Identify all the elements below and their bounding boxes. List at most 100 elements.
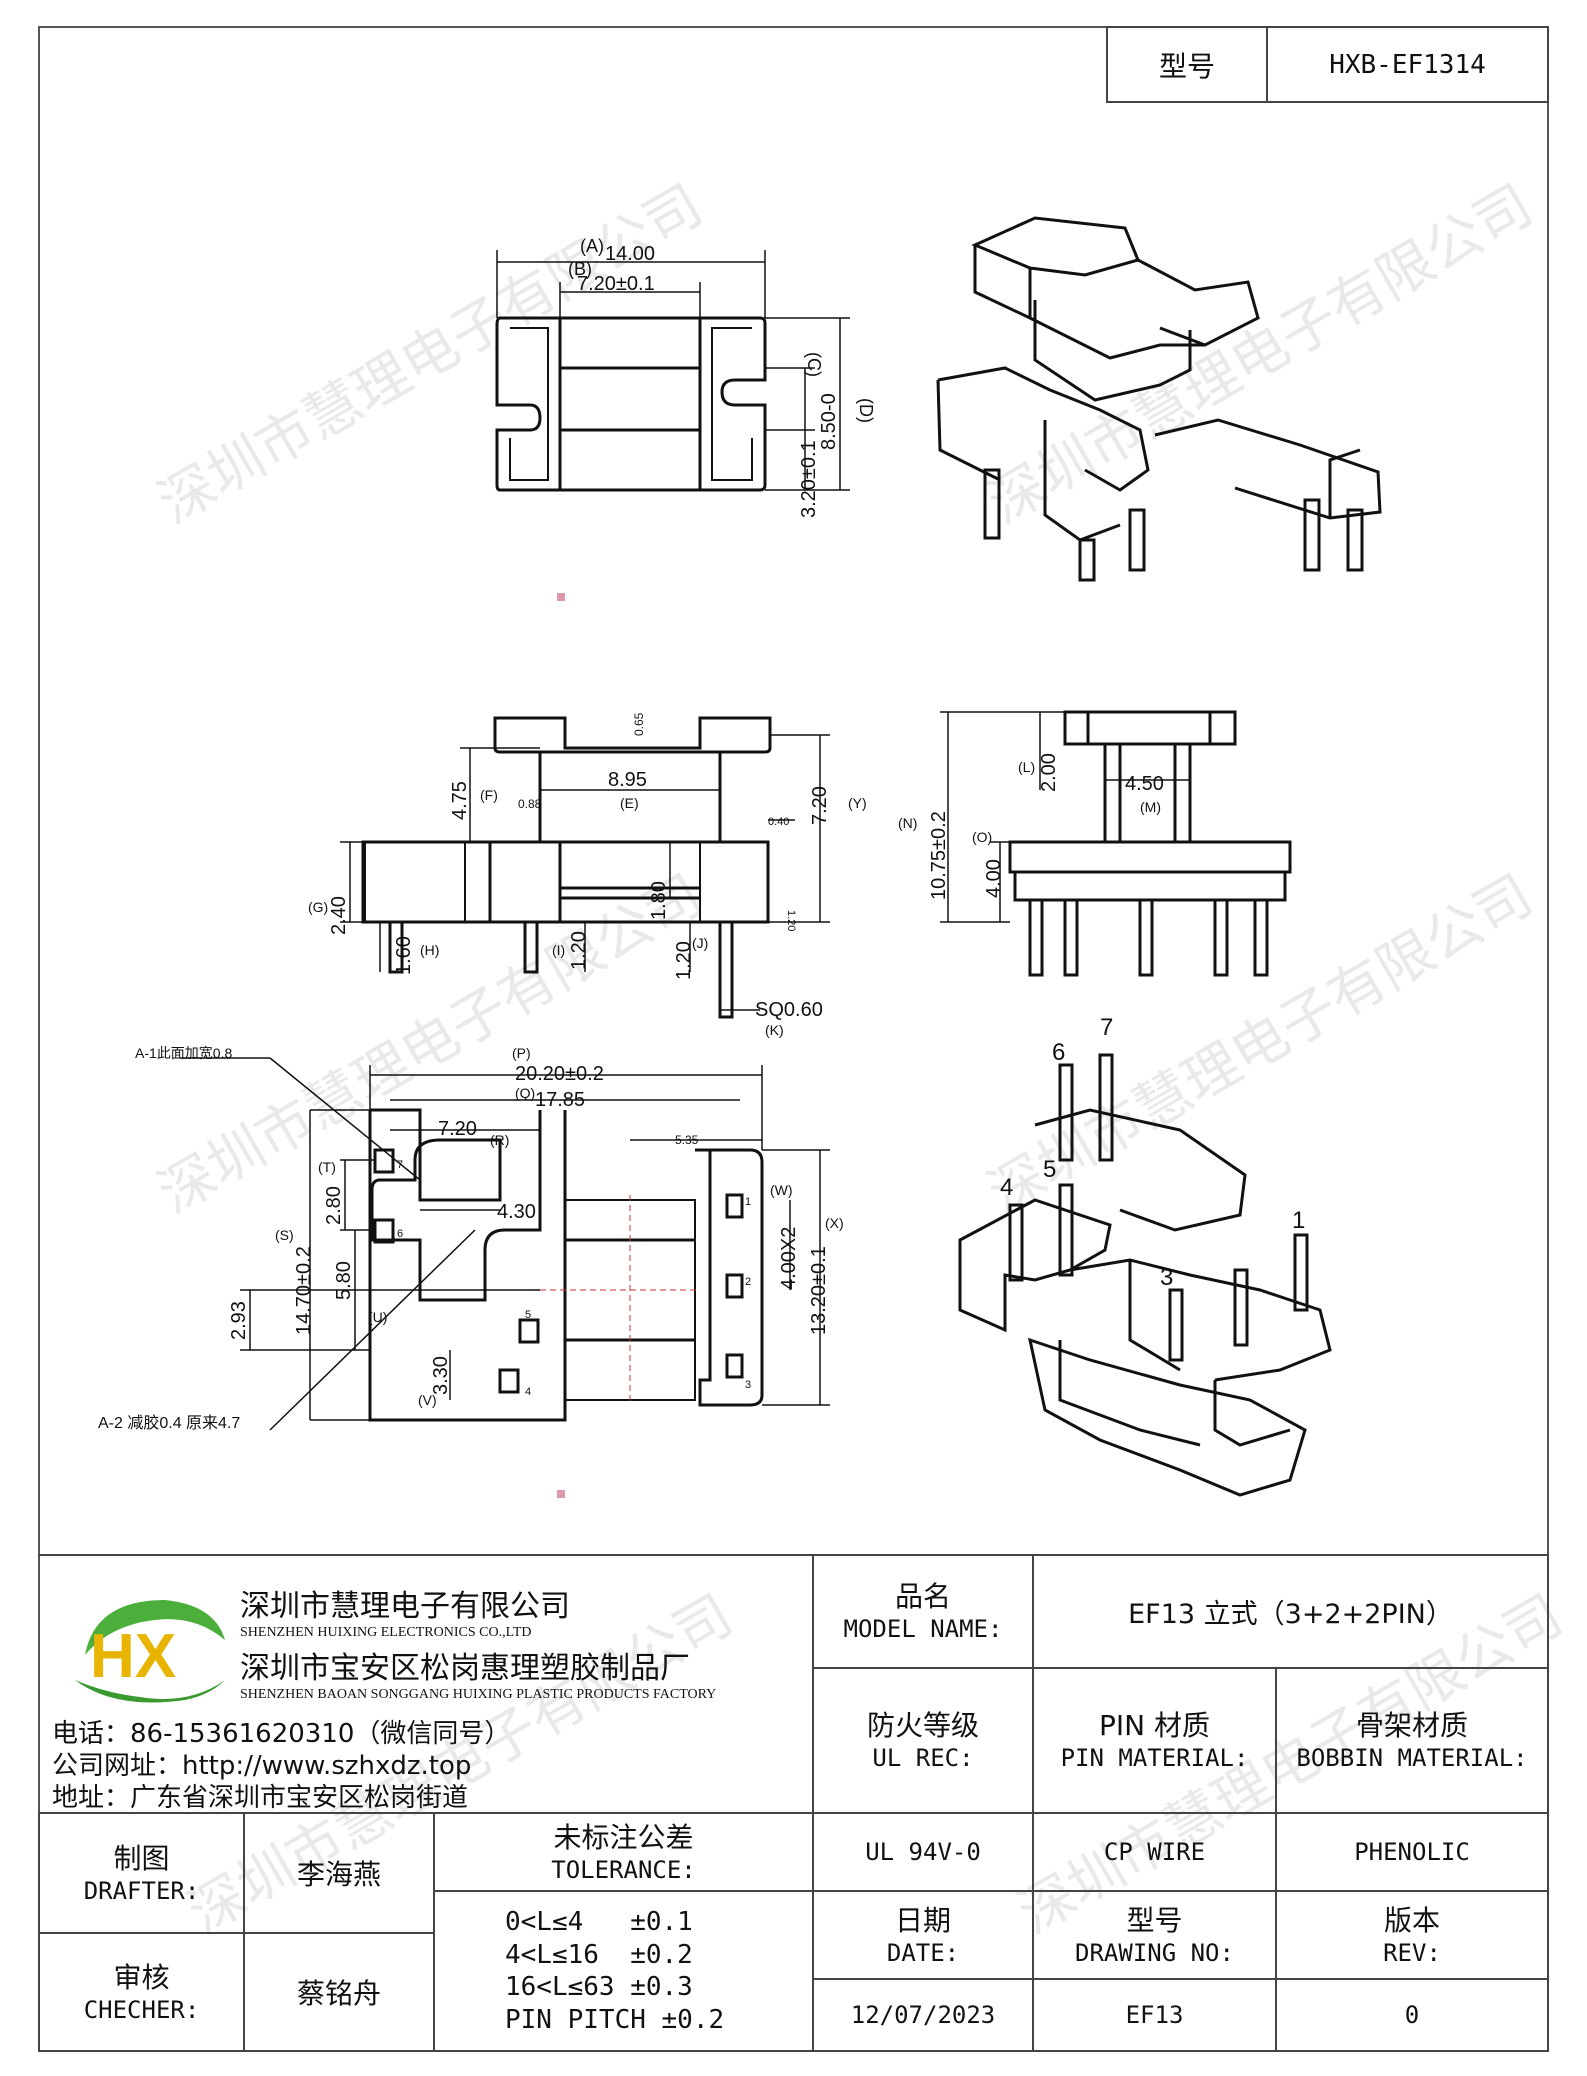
- date-value: 12/07/2023: [812, 1978, 1034, 2052]
- dim-value: 0.65: [632, 712, 646, 736]
- checker-label: 审核 CHECHER:: [38, 1932, 245, 2052]
- bobbin-material-value-text: PHENOLIC: [1354, 1838, 1470, 1866]
- dim-value: 2.93: [228, 1301, 250, 1340]
- drafter-label-en: DRAFTER:: [83, 1876, 200, 1905]
- company-info: HX 深圳市慧理电子有限公司 SHENZHEN HUIXING ELECTRON…: [52, 1575, 815, 1815]
- factory-name-en: SHENZHEN BAOAN SONGGANG HUIXING PLASTIC …: [240, 1687, 717, 1702]
- company-address: 地址：广东省深圳市宝安区松岗街道: [52, 1783, 469, 1813]
- bobbin-material-label: 骨架材质 BOBBIN MATERIAL:: [1275, 1667, 1549, 1814]
- bobbin-material-label-cn: 骨架材质: [1355, 1709, 1468, 1742]
- title-block-divider: [38, 1554, 1549, 1556]
- drawing-no-value: EF13: [1032, 1978, 1277, 2052]
- drafter-value-text: 李海燕: [296, 1858, 381, 1891]
- dim-label: (H): [420, 942, 439, 958]
- dim-value: 4.30: [497, 1201, 536, 1223]
- dim-label: (I): [552, 942, 565, 958]
- date-label-cn: 日期: [894, 1903, 951, 1937]
- pin-material-value-text: CP WIRE: [1103, 1838, 1206, 1866]
- pin-material-label: PIN 材质 PIN MATERIAL:: [1032, 1667, 1277, 1814]
- company-phone: 电话：86-15361620310（微信同号）: [52, 1719, 511, 1749]
- dim-label: (W): [770, 1182, 793, 1198]
- dim-label: (F): [480, 787, 498, 803]
- pin-number: 4: [525, 1386, 531, 1398]
- dim-value: 2.80: [323, 1186, 345, 1225]
- drawing-no-label-en: DRAWING NO:: [1075, 1938, 1234, 1967]
- dim-label: (B): [568, 259, 592, 279]
- dim-value: 5.35: [675, 1133, 699, 1147]
- iso-pin-number: 5: [1043, 1156, 1056, 1183]
- dim-value: 14.70±0.2: [293, 1246, 315, 1335]
- dim-value: 1.20: [673, 941, 695, 980]
- dim-value: 2.00: [1038, 753, 1060, 792]
- iso-pin-number: 4: [1000, 1174, 1013, 1201]
- dim-value: 1.20: [568, 931, 590, 970]
- ul-rec-value-text: UL 94V-0: [865, 1838, 981, 1866]
- pin-number: 5: [525, 1309, 531, 1321]
- pin-number: 3: [745, 1379, 751, 1391]
- dim-value: 17.85: [535, 1089, 585, 1111]
- dim-value: 20.20±0.2: [515, 1063, 604, 1085]
- pin-number: 2: [745, 1276, 751, 1288]
- dim-label: (O): [972, 829, 992, 845]
- drafter-label: 制图 DRAFTER:: [38, 1812, 245, 1934]
- drafter-value: 李海燕: [243, 1812, 435, 1934]
- tolerance-line: 16<L≤63 ±0.3: [505, 1972, 693, 2002]
- dim-value: 4.50: [1125, 773, 1164, 795]
- front-view-dimensions: [340, 734, 830, 1011]
- drawing-no-value-text: EF13: [1125, 2001, 1184, 2029]
- dim-label: (Y): [848, 795, 867, 811]
- tolerance-line: PIN PITCH ±0.2: [505, 2004, 725, 2035]
- pin-number: 6: [397, 1228, 403, 1240]
- model-name-label-en: MODEL NAME:: [843, 1615, 1003, 1643]
- dim-value: 4.75: [449, 781, 471, 820]
- company-website: 公司网址：http://www.szhxdz.top: [52, 1751, 472, 1781]
- pin-material-value: CP WIRE: [1032, 1812, 1277, 1892]
- iso-pin-number: 3: [1160, 1264, 1173, 1291]
- iso-view-bottom: [958, 1053, 1332, 1497]
- pin-material-label-cn: PIN 材质: [1099, 1709, 1210, 1742]
- front-view: [361, 716, 772, 1019]
- top-view-dimensions: [496, 250, 850, 491]
- iso-view-top: [936, 216, 1382, 582]
- dim-label: (S): [275, 1227, 294, 1243]
- rev-value: 0: [1275, 1978, 1549, 2052]
- dim-label: (L): [1018, 759, 1035, 775]
- company-logo: HX: [75, 1600, 225, 1703]
- dim-value: 0.88: [518, 797, 542, 811]
- dim-label: (T): [318, 1159, 336, 1175]
- ul-rec-value: UL 94V-0: [812, 1812, 1034, 1892]
- drawing-no-label-cn: 型号: [1126, 1903, 1183, 1937]
- tolerance-line: 0<L≤4 ±0.1: [505, 1907, 693, 1937]
- header-model-label-text: 型号: [1158, 49, 1215, 83]
- bobbin-material-label-en: BOBBIN MATERIAL:: [1296, 1744, 1528, 1772]
- dim-value: 3.20±0.1: [798, 440, 820, 518]
- pin-number: 7: [397, 1159, 403, 1171]
- dim-value: SQ0.60: [755, 999, 823, 1021]
- dim-value: 14.00: [605, 243, 655, 265]
- dim-label: (P): [512, 1045, 531, 1061]
- iso-pin-number: 1: [1292, 1207, 1305, 1234]
- date-value-text: 12/07/2023: [850, 2001, 996, 2029]
- company-name-cn: 深圳市慧理电子有限公司: [240, 1589, 570, 1624]
- model-name-value: EF13 立式（3+2+2PIN）: [1032, 1554, 1549, 1669]
- dim-label: (E): [620, 795, 639, 811]
- tolerance-label: 未标注公差 TOLERANCE:: [433, 1812, 814, 1892]
- date-label: 日期 DATE:: [812, 1890, 1034, 1980]
- factory-name-cn: 深圳市宝安区松岗惠理塑胶制品厂: [240, 1651, 690, 1686]
- dim-value: 7.20: [438, 1118, 477, 1140]
- header-model-value-text: HXB-EF1314: [1329, 49, 1486, 80]
- date-label-en: DATE:: [886, 1938, 960, 1967]
- model-name-value-text: EF13 立式（3+2+2PIN）: [1128, 1599, 1453, 1630]
- dim-label: (M): [1140, 799, 1161, 815]
- dim-value: 1.60: [393, 936, 415, 975]
- iso-pin-number: 7: [1100, 1014, 1113, 1041]
- dim-value: 0.40: [768, 816, 789, 828]
- pin-number: 1: [745, 1196, 751, 1208]
- dim-label: (J): [692, 935, 708, 951]
- dim-value: 8.95: [608, 769, 647, 791]
- side-view-dimensions: [940, 711, 1190, 923]
- ul-rec-label-en: UL REC:: [872, 1744, 974, 1772]
- dim-label: (V): [418, 1392, 437, 1408]
- dim-value: 13.20±0.1: [808, 1246, 830, 1335]
- drawing-no-label: 型号 DRAWING NO:: [1032, 1890, 1277, 1980]
